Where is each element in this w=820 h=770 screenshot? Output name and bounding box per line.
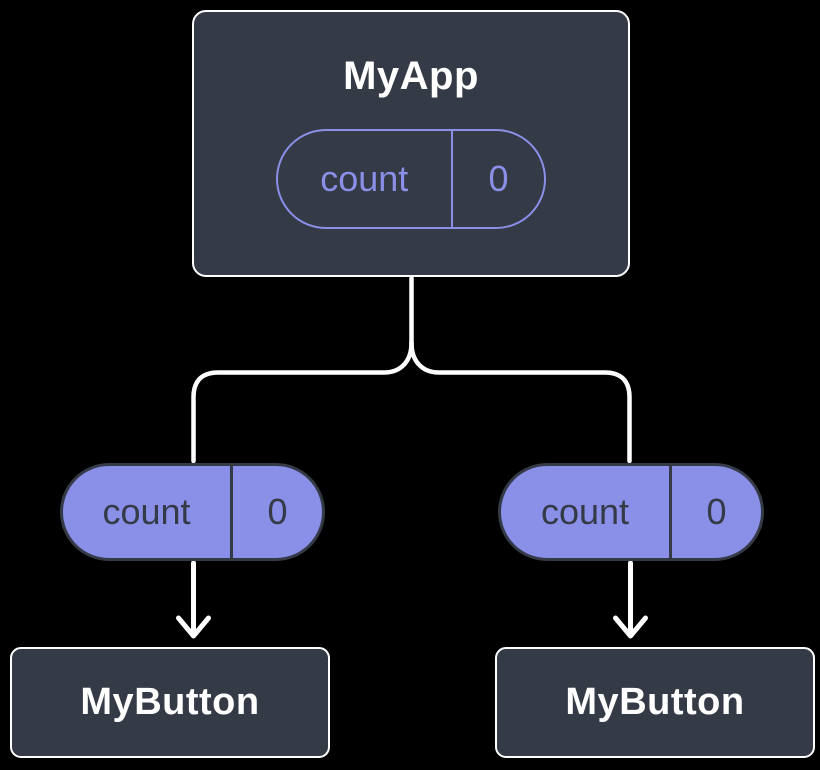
root-node-myapp: MyApp count 0 xyxy=(192,10,630,277)
left-arrow-head-icon xyxy=(176,615,211,639)
right-prop-pill: count 0 xyxy=(498,463,764,561)
right-child-node-title: MyButton xyxy=(565,681,745,723)
state-pill-divider xyxy=(450,131,453,227)
right-prop-pill-divider xyxy=(669,466,672,558)
state-pill-value: 0 xyxy=(488,158,509,199)
right-arrow-head-icon xyxy=(613,615,648,639)
left-prop-pill-name: count xyxy=(102,491,191,532)
right-child-node-mybutton: MyButton xyxy=(495,647,815,758)
left-prop-pill: count 0 xyxy=(60,463,325,561)
left-child-node-mybutton: MyButton xyxy=(10,647,330,758)
left-prop-pill-divider xyxy=(230,466,233,558)
left-child-node-title: MyButton xyxy=(80,681,260,723)
root-node-title: MyApp xyxy=(343,54,479,98)
state-pill-name: count xyxy=(320,158,409,199)
right-prop-pill-name: count xyxy=(540,491,630,532)
right-branch-line xyxy=(409,340,632,464)
left-branch-line xyxy=(191,340,414,464)
root-state-pill: count 0 xyxy=(276,129,546,229)
left-prop-pill-value: 0 xyxy=(267,491,288,532)
right-prop-pill-value: 0 xyxy=(706,491,727,532)
